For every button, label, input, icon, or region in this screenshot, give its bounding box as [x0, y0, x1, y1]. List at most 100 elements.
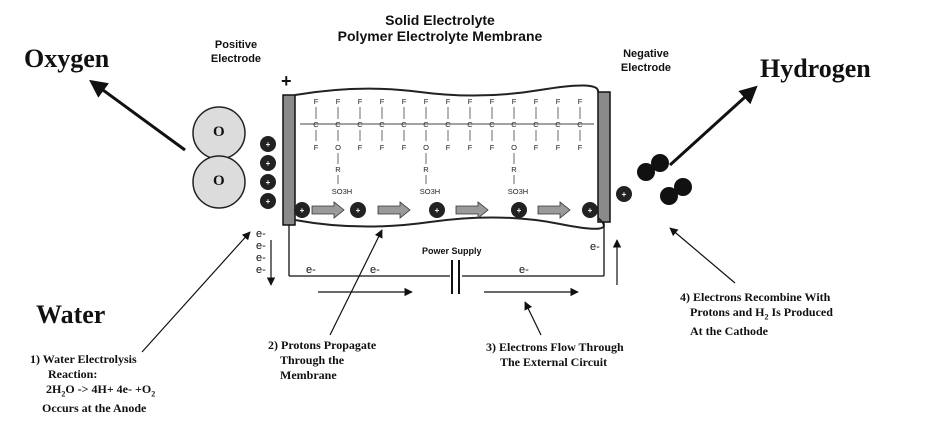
power-supply-label: Power Supply	[422, 246, 482, 256]
plus-sign: +	[281, 71, 292, 91]
fluorine-atom: F	[336, 97, 341, 106]
proton-sign: +	[517, 206, 522, 215]
carbon-atom: C	[533, 120, 539, 129]
fluorine-atom: F	[534, 97, 539, 106]
fluorine-atom: F	[490, 143, 495, 152]
fluorine-atom: F	[556, 97, 561, 106]
svg-text:+: +	[266, 140, 271, 149]
note-step1: 1) Water Electrolysis Reaction: 2H2O -> …	[30, 352, 156, 416]
oxygen-side-atom: O	[511, 143, 517, 152]
fluorine-atom: F	[380, 97, 385, 106]
fluorine-atom: F	[446, 97, 451, 106]
note-step3: 3) Electrons Flow Through The External C…	[486, 340, 624, 369]
note-step2: 2) Protons Propagate Through the Membran…	[268, 338, 377, 382]
fluorine-atom: F	[424, 97, 429, 106]
fluorine-atom: F	[578, 143, 583, 152]
electron-label: e-	[370, 264, 380, 276]
hydrogen-arrow	[668, 85, 758, 167]
fluorine-atom: F	[556, 143, 561, 152]
reaction-equation: 2H2O -> 4H+ 4e- +O2	[46, 382, 156, 399]
electron-label: e-	[306, 264, 316, 276]
negative-electrode-plate	[597, 91, 611, 223]
proton-flow-arrow	[537, 201, 571, 219]
oxygen-label: Oxygen	[24, 44, 110, 73]
carbon-atom: C	[577, 120, 583, 129]
sulfonic-group: SO3H	[508, 187, 528, 196]
electron-label: e-	[256, 252, 266, 264]
pointer-step4	[669, 227, 736, 284]
hydrogen-molecules	[637, 154, 692, 205]
membrane-top-edge	[294, 84, 599, 97]
fluorine-atom: F	[578, 97, 583, 106]
carbon-atom: C	[313, 120, 319, 129]
polymer-chain: FCFFCFCFFCFFCFFCFCFFCFFCFFCFCFFCFFCFORSO…	[313, 97, 583, 196]
proton-column-anode: + + + +	[260, 136, 276, 209]
sulfonic-group: SO3H	[420, 187, 440, 196]
fluorine-atom: F	[512, 97, 517, 106]
carbon-atom: C	[445, 120, 451, 129]
proton	[350, 202, 366, 218]
pointer-step1	[141, 231, 251, 353]
svg-text:+: +	[266, 159, 271, 168]
fluorine-atom: F	[402, 143, 407, 152]
electron-label: e-	[256, 228, 266, 240]
fluorine-atom: F	[468, 143, 473, 152]
positive-electrode-label: Positive Electrode	[210, 39, 262, 65]
r-group: R	[511, 165, 517, 174]
carbon-atom: C	[511, 120, 517, 129]
negative-electrode-label: Negative Electrode	[620, 48, 672, 74]
proton	[294, 202, 310, 218]
carbon-atom: C	[423, 120, 429, 129]
fluorine-atom: F	[402, 97, 407, 106]
fluorine-atom: F	[314, 143, 319, 152]
fluorine-atom: F	[358, 97, 363, 106]
r-group: R	[335, 165, 341, 174]
fluorine-atom: F	[534, 143, 539, 152]
fluorine-atom: F	[490, 97, 495, 106]
carbon-atom: C	[555, 120, 561, 129]
electron-label: e-	[519, 264, 529, 276]
proton-sign: +	[300, 206, 305, 215]
pointer-step2	[329, 229, 383, 336]
fluorine-atom: F	[314, 97, 319, 106]
external-circuit	[288, 222, 605, 294]
proton-flow-arrow	[377, 201, 411, 219]
title-line-2: Polymer Electrolyte Membrane	[337, 28, 543, 44]
electron-label: e-	[590, 241, 600, 253]
carbon-atom: C	[335, 120, 341, 129]
fluorine-atom: F	[446, 143, 451, 152]
svg-text:+: +	[266, 178, 271, 187]
pointer-step3	[524, 301, 542, 336]
carbon-atom: C	[357, 120, 363, 129]
fluorine-atom: F	[380, 143, 385, 152]
title-line-1: Solid Electrolyte	[385, 12, 495, 28]
proton-sign: +	[356, 206, 361, 215]
oxygen-side-atom: O	[335, 143, 341, 152]
hydrogen-label: Hydrogen	[760, 54, 871, 83]
fluorine-atom: F	[468, 97, 473, 106]
oxygen-side-atom: O	[423, 143, 429, 152]
diagram-title: Solid Electrolyte Polymer Electrolyte Me…	[300, 12, 580, 44]
membrane-bottom-edge	[294, 216, 605, 230]
proton-transport-row: +++++	[294, 201, 598, 219]
proton-cathode	[616, 186, 632, 202]
proton-flow-arrow	[311, 201, 345, 219]
carbon-atom: C	[379, 120, 385, 129]
oxygen-atom-letter-bottom: O	[213, 173, 225, 189]
oxygen-atom-bottom	[192, 155, 246, 209]
fluorine-atom: F	[358, 143, 363, 152]
oxygen-atom-letter-top: O	[213, 124, 225, 140]
carbon-atom: C	[401, 120, 407, 129]
proton	[582, 202, 598, 218]
r-group: R	[423, 165, 429, 174]
electron-label: e-	[256, 264, 266, 276]
proton	[429, 202, 445, 218]
proton	[511, 202, 527, 218]
svg-text:+: +	[266, 197, 271, 206]
water-label: Water	[36, 300, 106, 329]
svg-text:+: +	[622, 190, 627, 199]
sulfonic-group: SO3H	[332, 187, 352, 196]
proton-sign: +	[435, 206, 440, 215]
